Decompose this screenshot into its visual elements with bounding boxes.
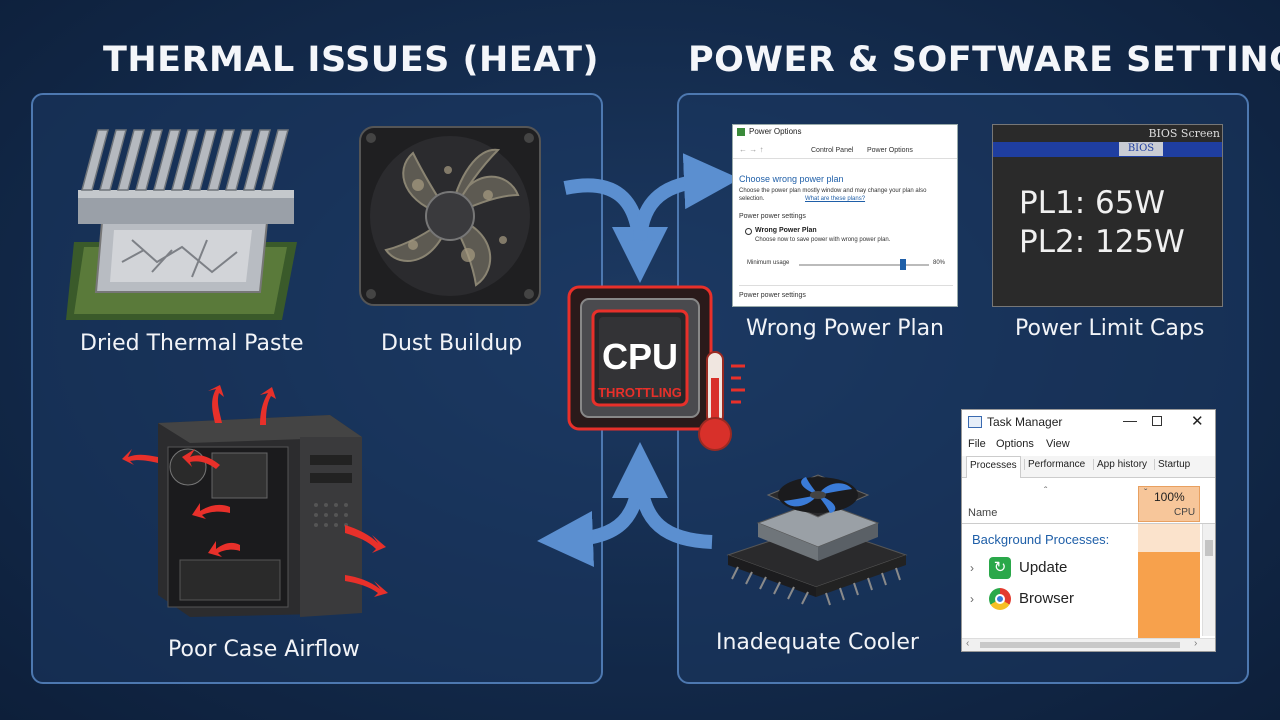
pl1-value: PL1: 65W: [1019, 185, 1166, 221]
cpu-column-top: [1138, 524, 1200, 552]
bios-screen: BIOS Screen BIOS PL1: 65W PL2: 125W: [992, 124, 1223, 307]
browser-icon: [989, 588, 1011, 610]
task-manager-window: Task Manager — ✕ File Options View Proce…: [961, 409, 1216, 652]
cpu-column-header[interactable]: [1138, 486, 1200, 522]
arrow-top-right: [633, 153, 740, 241]
address-bar: [733, 143, 957, 159]
menu-options[interactable]: Options: [996, 438, 1034, 450]
radio-icon[interactable]: [745, 228, 752, 235]
slider-track: [799, 264, 929, 266]
pc-case-airflow-icon: [122, 385, 388, 617]
update-icon: ↻: [989, 557, 1011, 579]
task-manager-title: Task Manager: [987, 415, 1063, 429]
wrong-plan-name[interactable]: Wrong Power Plan: [755, 227, 817, 234]
hscroll-thumb[interactable]: [980, 642, 1180, 648]
process-browser[interactable]: Browser: [1019, 590, 1075, 607]
dusty-fan-icon: [359, 126, 541, 306]
power-heading: POWER & SOFTWARE SETTINGS: [688, 40, 1280, 80]
bios-bar-label: BIOS: [1119, 142, 1163, 156]
close-icon[interactable]: ✕: [1191, 413, 1204, 430]
power-plan-label: Wrong Power Plan: [746, 316, 944, 341]
throttling-label: THROTTLING: [598, 385, 682, 400]
bios-title: BIOS Screen: [1148, 127, 1220, 140]
power-options-heading: Choose wrong power plan: [739, 174, 844, 184]
power-options-link[interactable]: What are these plans?: [805, 196, 866, 202]
cpu-throttling-icon: [567, 285, 713, 431]
tab-processes[interactable]: Processes: [966, 456, 1021, 478]
name-column-header[interactable]: Name: [968, 507, 998, 519]
menu-view[interactable]: View: [1046, 438, 1070, 450]
nav-arrows-icon: ← → ↑: [739, 145, 764, 154]
slider-thumb[interactable]: [900, 259, 906, 270]
tab-startup[interactable]: Startup: [1154, 459, 1190, 470]
paste-label: Dried Thermal Paste: [80, 331, 304, 356]
wrong-plan-desc: Choose now to save power with wrong powe…: [755, 237, 891, 243]
expand-update-icon[interactable]: ›: [970, 561, 974, 575]
slider-value: 80%: [933, 260, 946, 266]
power-options-desc-2: selection.: [739, 196, 765, 202]
tab-performance[interactable]: Performance: [1024, 459, 1085, 470]
arrow-bottom: [612, 442, 713, 549]
cpu-column-label: CPU: [1174, 507, 1196, 518]
maximize-icon[interactable]: [1152, 416, 1162, 426]
power-options-desc-1: Choose the power plan mostly window and …: [739, 188, 927, 194]
thermometer-icon: [698, 351, 745, 451]
tab-app-history[interactable]: App history: [1093, 459, 1147, 470]
power-options-window: Power Options ← → ↑ Control Panel Power …: [732, 124, 958, 307]
cpu-label: CPU: [601, 336, 678, 377]
heatsink-paste-icon: [66, 129, 297, 320]
arrow-bottom-left: [537, 459, 647, 567]
window-icon: [737, 128, 745, 136]
cooler-label: Inadequate Cooler: [716, 630, 919, 655]
cpu-percent: 100%: [1154, 490, 1185, 504]
divider: [739, 285, 953, 286]
minimize-icon[interactable]: —: [1123, 412, 1137, 428]
task-manager-icon: [968, 416, 982, 428]
slider-label: Minimum usage: [747, 260, 790, 266]
cpu-cooler-icon: [726, 474, 908, 606]
power-caps-label: Power Limit Caps: [1015, 316, 1205, 341]
pl2-value: PL2: 125W: [1019, 224, 1185, 260]
arrow-top: [563, 178, 668, 283]
process-update[interactable]: Update: [1019, 559, 1068, 576]
expand-browser-icon[interactable]: ›: [970, 592, 974, 606]
header-divider: [962, 523, 1215, 524]
scroll-thumb[interactable]: [1205, 540, 1213, 556]
cpu-sort-icon: ˇ: [1144, 488, 1148, 499]
hscroll-left-icon[interactable]: ‹: [966, 638, 970, 649]
breadcrumb-control-panel[interactable]: Control Panel: [811, 147, 854, 154]
menu-file[interactable]: File: [968, 438, 986, 450]
tab-bar: [962, 456, 1215, 478]
thermal-heading: THERMAL ISSUES (HEAT): [103, 40, 599, 80]
hscroll-right-icon[interactable]: ›: [1194, 638, 1198, 649]
dust-label: Dust Buildup: [381, 331, 523, 356]
breadcrumb-power-options[interactable]: Power Options: [867, 147, 913, 154]
power-options-title: Power Options: [749, 127, 802, 136]
airflow-label: Poor Case Airflow: [168, 637, 360, 662]
sort-caret-icon: ˆ: [1044, 486, 1048, 497]
power-settings-section: Power power settings: [739, 213, 806, 220]
bios-bar: [993, 142, 1222, 157]
group-background-processes: Background Processes:: [972, 532, 1110, 547]
power-options-footer: Power power settings: [739, 292, 806, 299]
